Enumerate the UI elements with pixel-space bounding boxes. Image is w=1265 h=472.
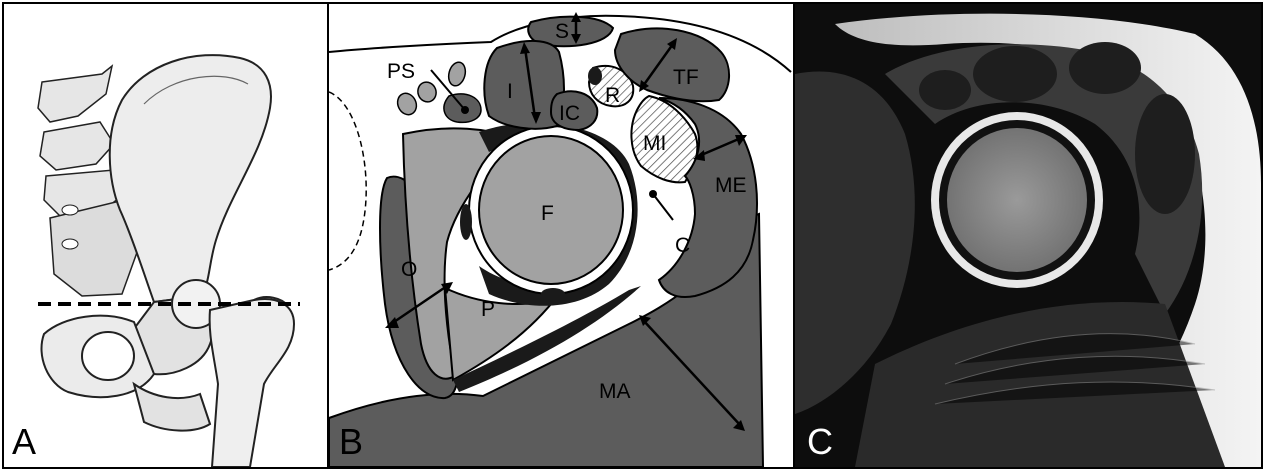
label-o: O: [401, 258, 417, 281]
ischium: [134, 384, 210, 431]
label-c: C: [675, 234, 690, 257]
label-mi: MI: [643, 132, 666, 155]
panel-c-mri-image: C: [793, 2, 1263, 469]
label-r: R: [605, 84, 620, 107]
hip-cross-section-diagram: S PS I R TF IC MI F ME C O P MA: [329, 4, 793, 467]
label-tf: TF: [673, 66, 699, 89]
panel-b-label: B: [339, 424, 363, 460]
label-p: P: [481, 298, 495, 321]
label-ps: PS: [387, 60, 415, 83]
labrum-inferior: [541, 288, 565, 300]
vertebra-2: [40, 122, 114, 170]
mri-scan: [795, 4, 1261, 467]
c-pointer-dot: [649, 190, 657, 198]
femur: [210, 299, 294, 467]
panel-a-label: A: [12, 424, 36, 460]
label-ic: IC: [559, 102, 580, 125]
mri-femoral-head: [947, 128, 1087, 272]
obturator-foramen: [82, 332, 134, 380]
label-f: F: [541, 202, 554, 225]
vertebra-1: [38, 66, 112, 122]
label-me: ME: [715, 174, 747, 197]
rectus-tendon: [588, 67, 602, 85]
panel-c-label: C: [807, 424, 833, 460]
label-s: S: [555, 20, 569, 43]
c-pointer: [653, 194, 673, 220]
panel-b-schematic-diagram: S PS I R TF IC MI F ME C O P MA B: [327, 2, 795, 469]
sacral-foramen-2: [62, 239, 78, 249]
sacral-foramen-1: [62, 205, 78, 215]
panel-a-pelvis-illustration: A: [2, 2, 329, 469]
ps-pointer-dot: [461, 106, 469, 114]
pelvis-drawing: [4, 4, 327, 467]
labrum-left: [460, 204, 472, 240]
label-ma: MA: [599, 380, 631, 403]
label-i: I: [507, 80, 513, 103]
pelvic-wall-dashed: [329, 92, 366, 270]
iliac-wing: [110, 55, 271, 302]
